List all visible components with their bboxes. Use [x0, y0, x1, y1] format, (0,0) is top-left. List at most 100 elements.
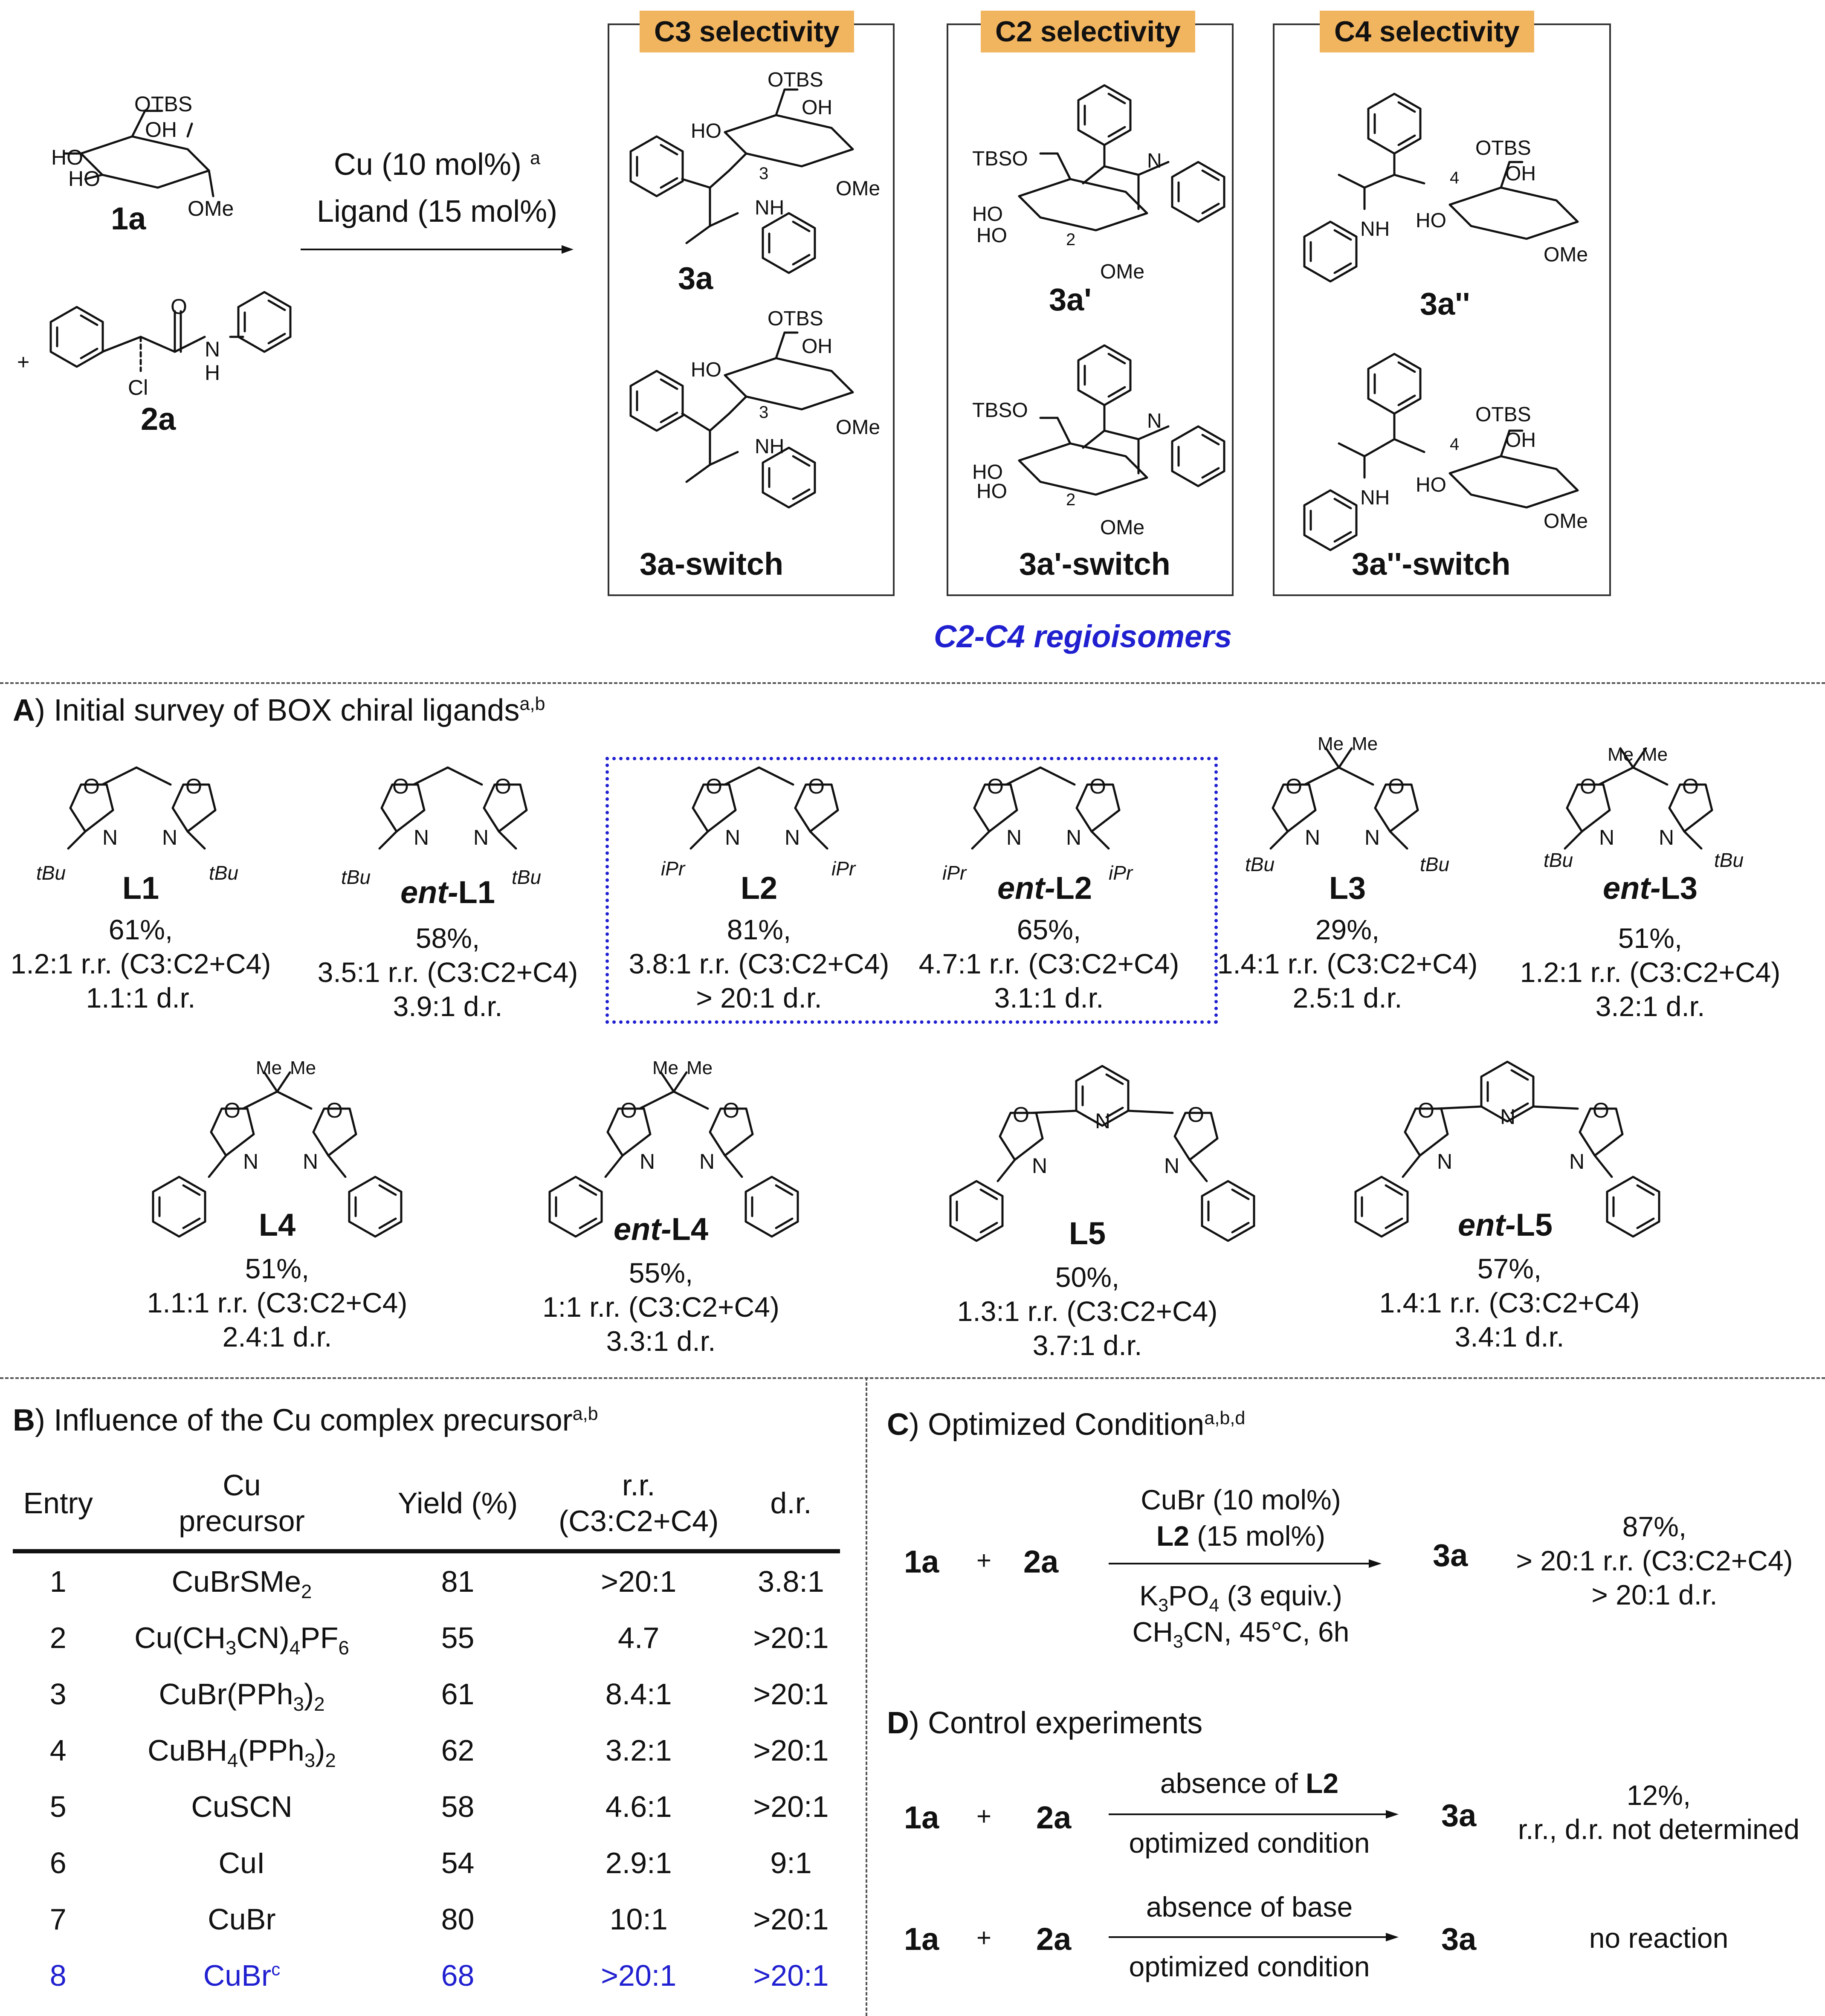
section-divider: [0, 682, 1825, 684]
atom-label: N: [785, 826, 800, 849]
ligand-result-ent-l5: 57%,1.4:1 r.r. (C3:C2+C4)3.4:1 d.r.: [1379, 1253, 1640, 1353]
atom-label: N: [1437, 1150, 1453, 1173]
atom-label: HO: [972, 461, 1003, 484]
atom-label: HO: [1416, 474, 1446, 496]
section-c-arrow: [1109, 1559, 1382, 1568]
section-divider: [0, 1377, 1825, 1379]
atom-label: NH: [755, 435, 785, 458]
dr-cell: >20:1: [753, 1621, 829, 1654]
atom-label: O: [1013, 1103, 1029, 1127]
atom-label: OTBS: [768, 69, 823, 91]
dr-cell: >20:1: [753, 1903, 829, 1936]
ligand-label-l3: L3: [1329, 870, 1366, 906]
dr-cell: >20:1: [753, 1790, 829, 1823]
ligand-result-l3: 29%,1.4:1 r.r. (C3:C2+C4)2.5:1 d.r.: [1217, 914, 1478, 1014]
atom-label: N: [1599, 826, 1615, 849]
ligand-label-ent-l5: ent-L5: [1457, 1207, 1553, 1243]
ligand-result-ent-l1: 58%,3.5:1 r.r. (C3:C2+C4)3.9:1 d.r.: [317, 922, 578, 1022]
product-label: 3a-switch: [640, 546, 784, 582]
atom-label: OMe: [1100, 261, 1145, 283]
section-divider-vertical: [866, 1377, 867, 2016]
section-c-title: C) Optimized Conditiona,b,d: [887, 1408, 1246, 1442]
atom-label: N: [1066, 826, 1082, 849]
section-c-above2: L2 (15 mol%): [1156, 1520, 1326, 1552]
ligand-result-l4: 51%,1.1:1 r.r. (C3:C2+C4)2.4:1 d.r.: [147, 1253, 408, 1353]
atom-label: N: [102, 826, 118, 849]
atom-label: OMe: [836, 416, 881, 439]
atom-label: Cl: [128, 376, 148, 400]
col-entry: Entry: [13, 1467, 104, 1553]
substituent-label: Me: [652, 1057, 679, 1078]
ligand-ent-l1-structure: [378, 766, 527, 850]
atom-label: N: [414, 826, 429, 849]
atom-label: HO: [972, 203, 1003, 226]
rr-cell: 10:1: [609, 1903, 668, 1936]
section-c-below2: CH3CN, 45°C, 6h: [1132, 1616, 1350, 1652]
substituent-label: iPr: [942, 862, 967, 884]
precursor-cell: CuBr: [208, 1903, 276, 1936]
ligand-result-l5: 50%,1.3:1 r.r. (C3:C2+C4)3.7:1 d.r.: [957, 1261, 1218, 1361]
substituent-label: tBu: [1420, 853, 1450, 875]
atom-label: HO: [1416, 209, 1446, 232]
substituent-label: tBu: [1245, 853, 1275, 875]
precursor-cell: CuBH4(PPh3)2: [148, 1734, 336, 1771]
ligand-l2-structure: [689, 766, 838, 850]
atom-label: OMe: [1100, 516, 1145, 539]
precursor-cell: CuBrSMe2: [171, 1565, 312, 1602]
yield-cell: 62: [441, 1734, 475, 1767]
ligand-l5-structure: [950, 1066, 1254, 1241]
substituent-label: Me: [256, 1057, 282, 1078]
entry-cell: 6: [49, 1846, 67, 1880]
regioisomer-caption: C2-C4 regioisomers: [934, 619, 1232, 654]
substituent-label: iPr: [1109, 862, 1133, 884]
atom-label: N: [1659, 826, 1674, 849]
substituent-label: tBu: [1544, 849, 1573, 871]
atom-label: HO: [976, 480, 1007, 503]
atom-label: OTBS: [134, 92, 193, 116]
col-yield: Yield (%): [380, 1467, 536, 1553]
precursor-cell: CuBrc: [203, 1959, 281, 1992]
position-label: 3: [759, 403, 769, 422]
atom-label: O: [620, 1098, 637, 1122]
condition-catalyst: Cu (10 mol%) a: [333, 148, 541, 182]
atom-label: O: [1682, 774, 1699, 798]
atom-label: N: [1006, 826, 1022, 849]
atom-label: NH: [755, 197, 785, 219]
exp1-result: 12%,r.r., d.r. not determined: [1518, 1779, 1800, 1845]
dr-cell: >20:1: [753, 1734, 829, 1767]
atom-label: NH: [1360, 487, 1390, 509]
ligand-result-ent-l3: 51%,1.2:1 r.r. (C3:C2+C4)3.2:1 d.r.: [1520, 922, 1781, 1022]
product-3a-double-prime-structure: [1283, 64, 1599, 277]
dr-cell: >20:1: [753, 1677, 829, 1711]
substituent-label: Me: [1608, 744, 1634, 765]
rr-cell: 3.2:1: [605, 1734, 672, 1767]
atom-label: HO: [691, 359, 721, 381]
substituent-label: Me: [1352, 733, 1378, 754]
entry-cell: 4: [49, 1734, 67, 1767]
substituent-label: tBu: [1714, 849, 1744, 871]
col-rr: r.r.(C3:C2+C4): [535, 1467, 742, 1553]
substituent-label: Me: [1318, 733, 1344, 754]
rr-cell: 2.9:1: [605, 1846, 672, 1880]
section-c-product: 3a: [1433, 1538, 1468, 1573]
substituent-label: Me: [1642, 744, 1668, 765]
ligand-result-l1: 61%,1.2:1 r.r. (C3:C2+C4)1.1:1 d.r.: [10, 914, 271, 1014]
atom-label: OH: [802, 335, 832, 358]
exp2-arrow: [1109, 1933, 1399, 1941]
section-c-below1: K3PO4 (3 equiv.): [1139, 1580, 1342, 1616]
position-label: 4: [1450, 435, 1460, 454]
exp1-arrow: [1109, 1810, 1399, 1819]
atom-label: N: [1147, 150, 1162, 172]
substituent-label: Me: [290, 1057, 316, 1078]
atom-label: H: [205, 361, 220, 385]
ligand-structures-row2: [0, 1062, 1825, 1254]
atom-label: N: [1569, 1150, 1585, 1173]
ligand-ent-l3-structure: [1564, 747, 1712, 850]
atom-label: HO: [51, 145, 83, 169]
